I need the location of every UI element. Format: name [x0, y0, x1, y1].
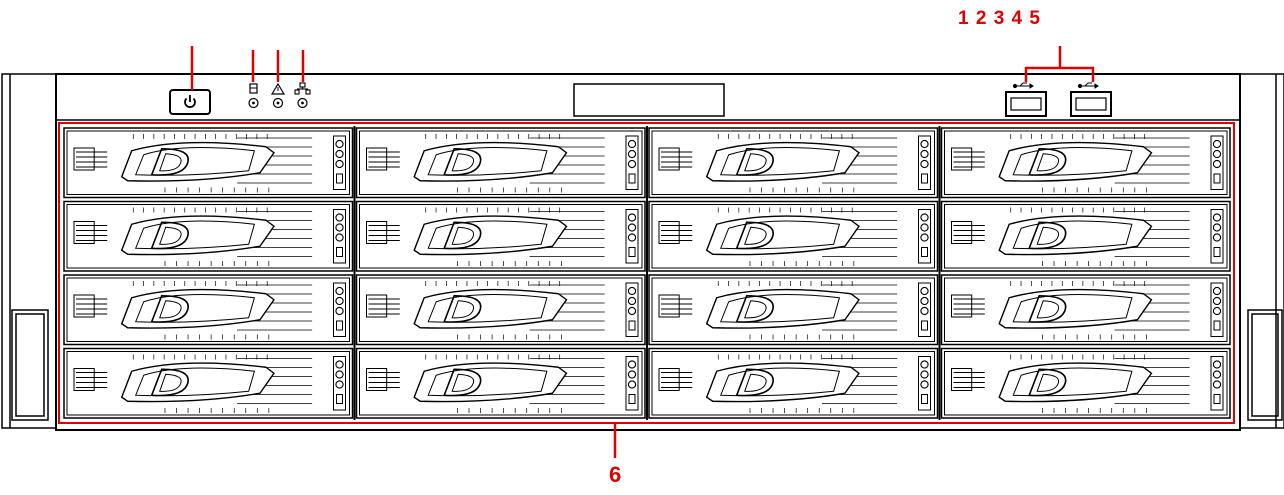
usb-icon [1012, 82, 1034, 89]
drive-bay[interactable] [940, 127, 1231, 199]
drive-bay[interactable] [648, 200, 939, 272]
drive-bay[interactable] [940, 200, 1231, 272]
drive-bay[interactable] [63, 274, 354, 346]
network-led [294, 82, 311, 109]
drive-bay[interactable] [648, 127, 939, 199]
drive-bay[interactable] [940, 347, 1231, 419]
drive-bay[interactable] [63, 200, 354, 272]
usb-port-1[interactable] [1005, 82, 1047, 117]
drive-bay[interactable] [355, 347, 646, 419]
usb-port-2[interactable] [1070, 82, 1112, 117]
callout-box-drive-bays [58, 122, 1235, 424]
drive-bay[interactable] [648, 274, 939, 346]
drive-bay[interactable] [355, 274, 646, 346]
drive-bay[interactable] [63, 127, 354, 199]
hdd-status-led [248, 83, 259, 109]
drive-bay-grid [63, 126, 1231, 420]
callout-label-6: 6 [609, 462, 622, 487]
chassis [55, 73, 1241, 431]
callout-lines [58, 46, 1235, 458]
network-icon [294, 82, 311, 95]
left-rack-ear [1, 73, 57, 429]
power-button[interactable] [169, 89, 211, 115]
drive-bay[interactable] [63, 347, 354, 419]
usb-icon [1077, 82, 1099, 89]
drive-bay[interactable] [355, 127, 646, 199]
callout-bracket-usb [1024, 66, 1095, 82]
drive-bay[interactable] [648, 347, 939, 419]
alarm-led [270, 82, 286, 109]
drive-bay[interactable] [940, 274, 1231, 346]
alarm-icon [270, 82, 286, 95]
callout-label-1-5: 1 2 3 4 5 [958, 8, 1041, 29]
power-icon [184, 95, 196, 108]
drive-bay[interactable] [355, 200, 646, 272]
front-display-window [573, 83, 725, 117]
right-rack-ear [1239, 73, 1284, 429]
